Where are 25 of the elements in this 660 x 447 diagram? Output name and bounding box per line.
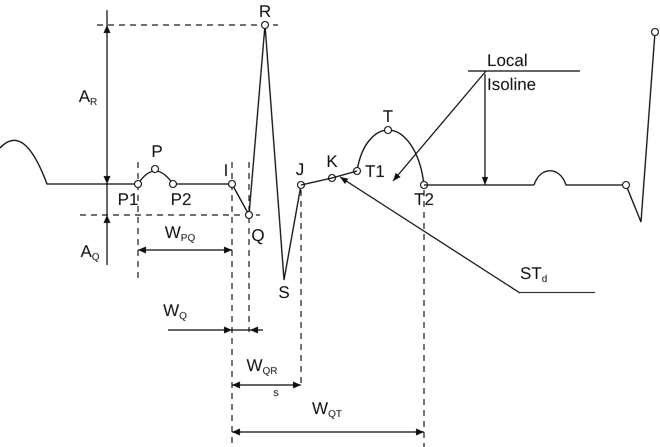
point-label: R [258, 3, 272, 21]
point-label: T [382, 108, 394, 126]
leader-line [392, 70, 486, 182]
point-label: s [273, 386, 279, 401]
point-label: T1 [365, 163, 393, 181]
point-label: P1 [118, 191, 138, 209]
point-label: A$_{Q}$ [80, 243, 100, 265]
callout-text: ST$_{d}$ [520, 262, 595, 293]
isoline-segment [424, 184, 534, 186]
point-label: W$_{PQ}$ [164, 224, 196, 246]
point-label: W$_{QR}$ [246, 357, 278, 379]
point-label: A$_{R}$ [78, 88, 98, 110]
point-label: W$_{Q}$ [163, 302, 187, 324]
point-label: Q [251, 227, 265, 245]
point-label: J [296, 161, 304, 179]
callout-text: Local Isoline [487, 49, 567, 97]
leader-line [340, 176, 520, 294]
point-label: P2 [170, 191, 192, 209]
point-label: T2 [414, 191, 434, 209]
point-label: S [278, 284, 290, 302]
point-label: P [151, 143, 163, 161]
point-label: W$_{QT}$ [312, 400, 342, 422]
point-label: I [224, 162, 228, 180]
point-label: K [326, 153, 338, 171]
leader-line [482, 74, 488, 185]
